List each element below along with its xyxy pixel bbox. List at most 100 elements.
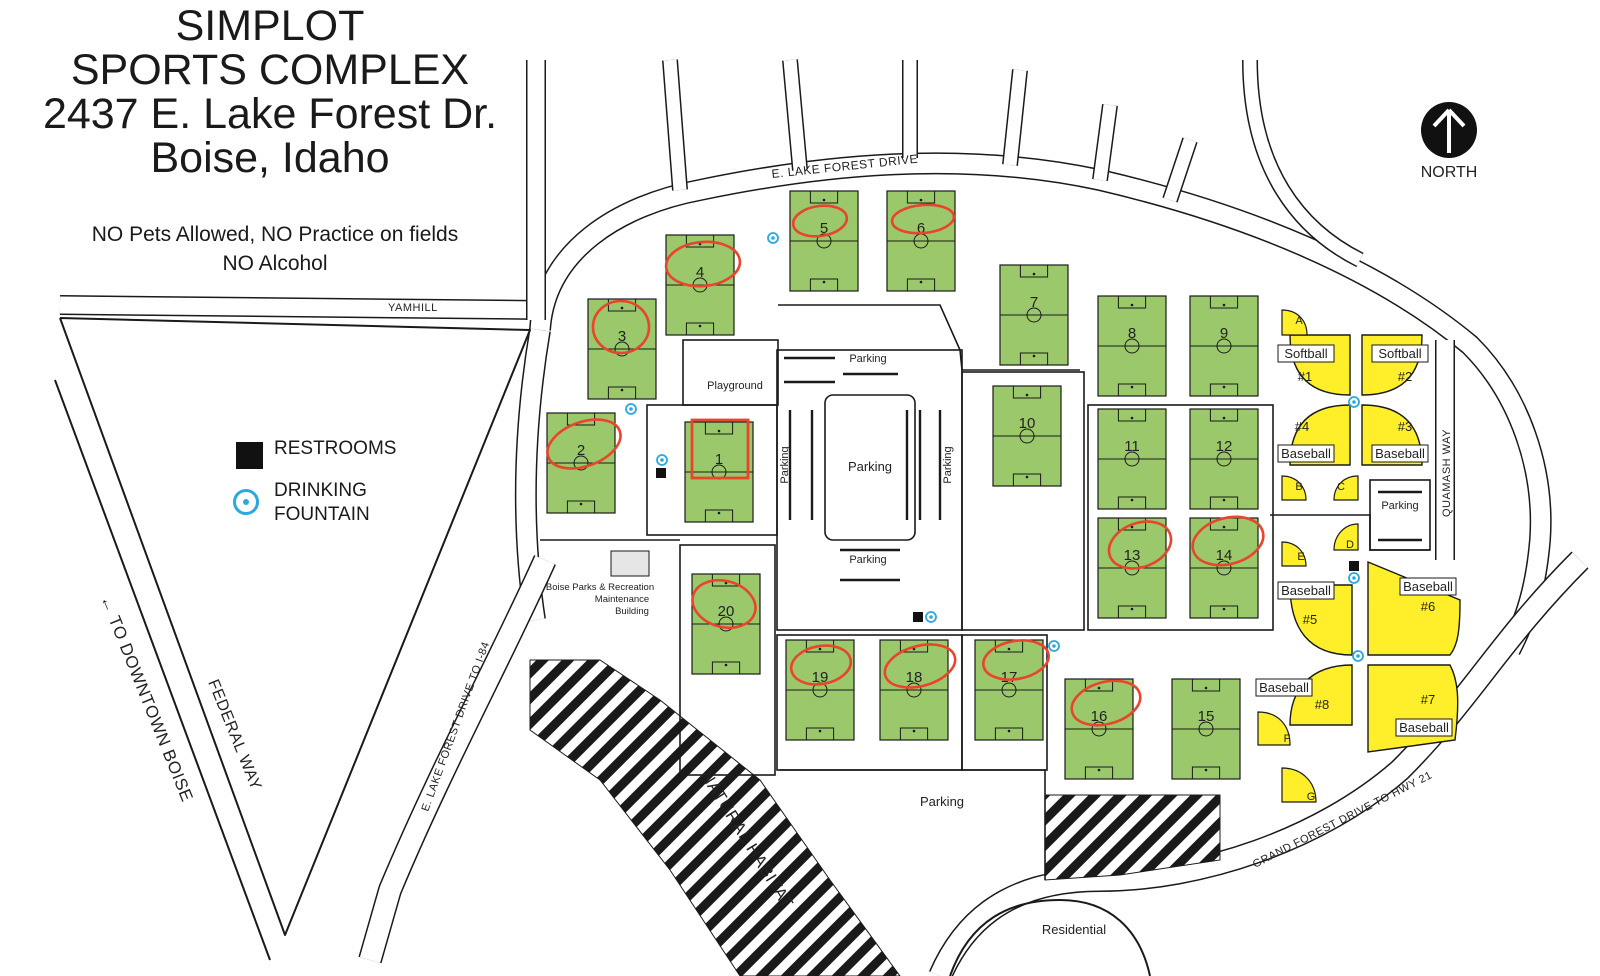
soccer-field-label: 12 xyxy=(1216,438,1233,455)
diamond-8 xyxy=(1289,664,1353,726)
label-diamond-3: #3 xyxy=(1398,419,1412,434)
soccer-field-label: 1 xyxy=(715,451,723,468)
diamond-a xyxy=(1281,309,1308,336)
label-baseball-8: Baseball xyxy=(1259,680,1309,695)
label-parking-center: Parking xyxy=(848,459,892,474)
label-maintenance-3: Building xyxy=(615,606,649,617)
soccer-field-1: 1 xyxy=(684,421,754,523)
diamond-f xyxy=(1257,711,1291,746)
diamond-1 xyxy=(1289,334,1351,396)
diamond-e xyxy=(1281,541,1307,567)
highlight-field-6 xyxy=(890,203,956,235)
label-diamond-1: #1 xyxy=(1298,369,1312,384)
label-diamond-2: #2 xyxy=(1398,369,1412,384)
restroom-icon xyxy=(1349,561,1359,571)
restroom-icon xyxy=(656,468,666,478)
rules-line-2: NO Alcohol xyxy=(222,252,328,275)
soccer-field-15: 15 xyxy=(1171,678,1241,780)
soccer-field-label: 7 xyxy=(1030,294,1038,311)
north-arrow-icon xyxy=(1421,102,1477,158)
diamond-5 xyxy=(1289,584,1353,656)
map-title: SIMPLOT SPORTS COMPLEX 2437 E. Lake Fore… xyxy=(20,4,520,180)
label-baseball-6: Baseball xyxy=(1403,579,1453,594)
label-residential: Residential xyxy=(1042,922,1106,937)
label-a: A xyxy=(1295,315,1303,327)
legend-fountain-line-2: FOUNTAIN xyxy=(274,504,370,525)
label-diamond-8: #8 xyxy=(1315,697,1329,712)
soccer-field-label: 9 xyxy=(1220,325,1228,342)
highlight-field-19 xyxy=(789,644,853,686)
highlight-field-20 xyxy=(691,578,757,630)
drinking-fountain-icon xyxy=(1348,396,1360,408)
label-federal-way: FEDERAL WAY xyxy=(204,677,264,793)
road-grand-forest xyxy=(928,551,1589,976)
road-federal-way xyxy=(59,317,531,936)
soccer-field-14: 14 xyxy=(1189,517,1259,619)
soccer-field-label: 6 xyxy=(917,220,925,237)
soccer-field-label: 11 xyxy=(1124,438,1140,455)
label-diamond-6: #6 xyxy=(1421,599,1435,614)
soccer-field-12: 12 xyxy=(1189,408,1259,510)
highlight-field-13 xyxy=(1107,520,1173,570)
drinking-fountain-icon xyxy=(767,232,779,244)
soccer-field-label: 5 xyxy=(820,220,828,237)
soccer-field-label: 16 xyxy=(1091,708,1108,725)
diamond-6 xyxy=(1367,560,1461,656)
drinking-fountain-icon xyxy=(1348,572,1360,584)
restroom-markers xyxy=(656,468,1359,622)
soccer-field-9: 9 xyxy=(1189,295,1259,397)
highlight-field-14 xyxy=(1191,515,1265,567)
soccer-field-8: 8 xyxy=(1097,295,1167,397)
drinking-fountain-icon xyxy=(233,489,259,515)
drinking-fountain-icon xyxy=(1352,650,1364,662)
label-softball-1: Softball xyxy=(1284,346,1327,361)
internal-paths xyxy=(540,304,1431,880)
label-parking-east: Parking xyxy=(942,446,954,483)
label-baseball-5: Baseball xyxy=(1281,583,1331,598)
label-parking-south: Parking xyxy=(849,554,886,566)
label-baseball-3: Baseball xyxy=(1375,446,1425,461)
soccer-field-16: 16 xyxy=(1064,678,1134,780)
label-maintenance-2: Maintenance xyxy=(595,594,649,605)
soccer-field-18: 18 xyxy=(879,639,949,741)
soccer-field-11: 11 xyxy=(1097,408,1167,510)
diamond-2 xyxy=(1361,334,1423,396)
label-parking-bottom: Parking xyxy=(920,794,964,809)
soccer-field-19: 19 xyxy=(785,639,855,741)
soccer-field-label: 2 xyxy=(577,442,585,459)
diamond-d xyxy=(1333,523,1359,551)
label-yamhill: YAMHILL xyxy=(388,302,438,314)
diamond-b xyxy=(1281,475,1307,501)
diamond-c xyxy=(1333,475,1359,501)
drinking-fountain-icon xyxy=(1048,640,1060,652)
highlight-field-18 xyxy=(883,643,957,689)
soccer-field-label: 14 xyxy=(1216,547,1233,564)
highlight-field-1 xyxy=(690,418,750,480)
label-parking-north: Parking xyxy=(849,353,886,365)
label-g: G xyxy=(1307,791,1316,803)
parking-stalls xyxy=(784,356,1422,582)
highlight-field-16 xyxy=(1070,679,1142,727)
label-c: C xyxy=(1337,481,1345,493)
soccer-field-label: 3 xyxy=(618,328,626,345)
soccer-field-label: 20 xyxy=(718,603,735,620)
soccer-field-2: 2 xyxy=(546,412,616,514)
label-grand-forest: GRAND FOREST DRIVE TO HWY 21 xyxy=(1251,769,1434,870)
soccer-field-label: 17 xyxy=(1001,669,1018,686)
road-network xyxy=(54,59,1589,976)
soccer-field-label: 19 xyxy=(812,669,829,686)
label-diamond-5: #5 xyxy=(1303,612,1317,627)
label-f: F xyxy=(1284,733,1291,745)
maintenance-building xyxy=(610,550,650,577)
soccer-field-7: 7 xyxy=(999,264,1069,366)
highlight-marks-layer xyxy=(546,203,1265,727)
highlight-field-4 xyxy=(664,240,742,288)
drinking-fountain-icon xyxy=(656,454,668,466)
highlight-field-5 xyxy=(791,204,849,238)
title-line-2: SPORTS COMPLEX xyxy=(70,46,470,94)
label-diamond-4: #4 xyxy=(1295,419,1309,434)
label-e: E xyxy=(1297,551,1304,563)
title-line-4: Boise, Idaho xyxy=(150,134,390,182)
soccer-field-3: 3 xyxy=(587,298,657,400)
